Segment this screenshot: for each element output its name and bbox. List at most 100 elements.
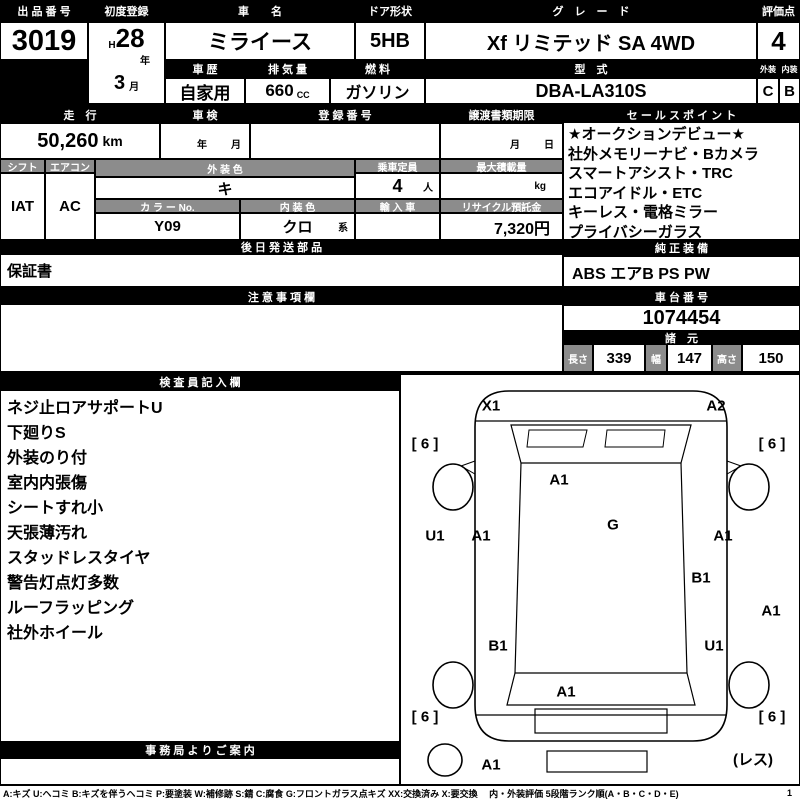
damage-marker: B1 (488, 637, 508, 655)
lot-black-box (0, 60, 88, 104)
interior-color-suffix: 系 (338, 223, 348, 234)
car-outline-drawing (427, 390, 770, 777)
interior-grade-header: 内装 (779, 60, 800, 78)
width-label: 幅 (645, 344, 667, 372)
import-header: 輸 入 車 (355, 199, 440, 214)
length-label: 長さ (563, 344, 593, 372)
mileage: 50,260 km (0, 123, 160, 159)
displacement-value: 660 (265, 81, 294, 100)
exterior-grade: C (757, 78, 779, 104)
capacity-unit: 人 (423, 183, 433, 194)
damage-marker: A1 (481, 756, 501, 774)
section-divider-3 (0, 372, 800, 374)
color-no: Y09 (95, 213, 240, 240)
grade: Xf リミテッド SA 4WD (425, 22, 757, 60)
damage-marker: A1 (549, 471, 569, 489)
exterior-color: キ (95, 177, 355, 199)
caution-header: 注 意 事 項 欄 (0, 289, 563, 304)
list-item: シートすれ小 (7, 500, 104, 517)
damage-marker: [ 6 ] (758, 435, 786, 453)
damage-marker: [ 6 ] (758, 708, 786, 726)
first-reg-month: 3 (113, 72, 126, 94)
score: 4 (757, 22, 800, 60)
damage-marker: A2 (706, 397, 726, 415)
genuine-equipment-header: 純 正 装 備 (563, 240, 800, 256)
list-item: ルーフラッピング (7, 600, 135, 617)
month-unit: 月 (129, 82, 140, 93)
damage-marker: X1 (481, 397, 501, 415)
first-reg-year: 28 (115, 23, 145, 53)
max-load-unit: kg (534, 180, 546, 192)
lot-number-header: 出 品 番 号 (0, 0, 88, 22)
list-item: 警告灯点灯多数 (7, 575, 120, 592)
section-divider-2 (0, 287, 800, 289)
grade-header: グ レ ー ド (425, 0, 757, 22)
shift-header: シフト (0, 159, 45, 174)
shaken: 年 月 (160, 123, 250, 159)
car-name: ミライース (165, 22, 355, 60)
damage-marker: [ 6 ] (411, 708, 439, 726)
damage-marker: [ 6 ] (411, 435, 439, 453)
legend-text: A:キズ U:ヘコミ B:キズを伴うヘコミ P:要塗装 W:補修跡 S:錆 C:… (3, 788, 679, 799)
fuel: ガソリン (330, 78, 425, 104)
list-item: ★オークションデビュー★ (568, 126, 745, 143)
registration-number-header: 登 録 番 号 (250, 107, 440, 123)
door-shape: 5HB (355, 22, 425, 60)
list-item: スマートアシスト・TRC (568, 165, 733, 182)
legend-page-number: 1 (786, 788, 792, 798)
first-registration-header: 初度登録 (88, 0, 165, 22)
door-shape-header: ドア形状 (355, 0, 425, 22)
import-flag (355, 213, 440, 240)
interior-grade: B (779, 78, 800, 104)
list-item: キーレス・電格ミラー (568, 204, 719, 221)
damage-marker: A1 (471, 527, 491, 545)
office-info-body (0, 758, 400, 785)
mileage-header: 走 行 (0, 107, 160, 123)
aircon-header: エアコン (45, 159, 95, 174)
interior-color: クロ 系 (240, 213, 355, 240)
displacement-header: 排 気 量 (245, 60, 330, 78)
shift: IAT (0, 173, 45, 240)
section-divider-1 (0, 104, 800, 107)
registration-number (250, 123, 440, 159)
list-item: 室内内張傷 (7, 475, 88, 492)
score-header: 評価点 (757, 0, 800, 22)
later-parts: 保証書 (0, 254, 563, 287)
width-value: 147 (667, 344, 712, 372)
year-unit-line: 年 (140, 51, 164, 69)
caution-body (0, 304, 563, 372)
list-item: 天張薄汚れ (7, 525, 88, 542)
transfer-docs: 月 日 (440, 123, 563, 159)
shaken-year-unit: 年 (197, 140, 207, 151)
chassis-number: 1074454 (563, 305, 800, 331)
list-item: 外装のり付 (7, 450, 88, 467)
legend-bar: A:キズ U:ヘコミ B:キズを伴うヘコミ P:要塗装 W:補修跡 S:錆 C:… (0, 785, 800, 800)
capacity-value: 4 (392, 175, 403, 196)
list-item: 下廻りS (7, 425, 66, 442)
damage-marker: U1 (704, 637, 724, 655)
height-value: 150 (742, 344, 800, 372)
damage-marker: A1 (713, 527, 733, 545)
capacity-header: 乗車定員 (355, 159, 440, 174)
displacement-unit: CC (296, 90, 310, 100)
dimensions-header: 諸 元 (563, 331, 800, 345)
exterior-grade-header: 外装 (757, 60, 779, 78)
mileage-value: 50,260 (37, 129, 99, 152)
car-name-header: 車 名 (165, 0, 355, 22)
mileage-unit: km (102, 133, 123, 149)
capacity: 4 人 (355, 173, 440, 199)
damage-marker: B1 (691, 569, 711, 587)
transfer-docs-header: 譲渡書類期限 (440, 107, 563, 123)
list-item: 社外ホイール (7, 625, 104, 642)
sales-points-header: セ ー ル ス ポ イ ン ト (563, 107, 800, 122)
inspector-notes-header: 検 査 員 記 入 欄 (0, 374, 400, 390)
height-label: 高さ (712, 344, 742, 372)
model-header: 型 式 (425, 60, 757, 78)
genuine-equipment: ABS エアB PS PW (563, 256, 800, 287)
first-registration: H 28 年 3 月 (88, 22, 165, 104)
